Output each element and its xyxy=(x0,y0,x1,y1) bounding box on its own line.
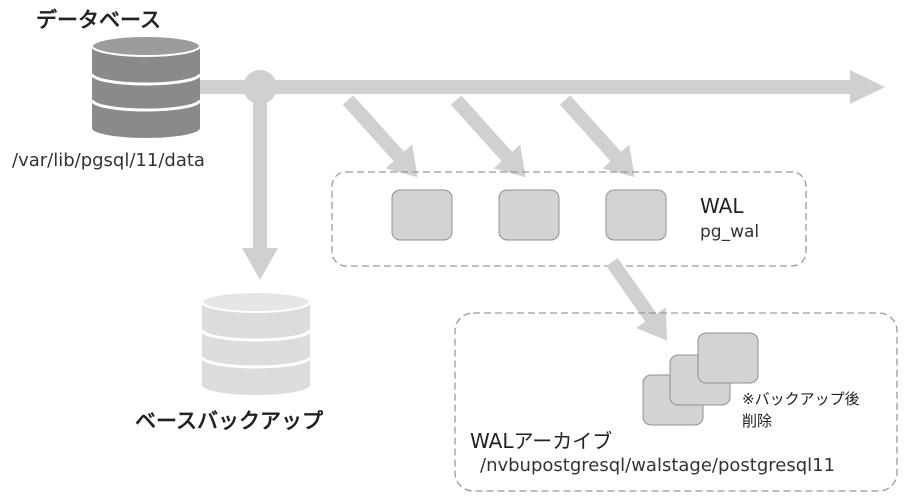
junction-node xyxy=(243,70,277,104)
archived-wal-files xyxy=(642,332,759,426)
wal-dir: pg_wal xyxy=(700,222,760,242)
wal-write-arrow-1 xyxy=(342,95,418,178)
wal-archive-title: WALアーカイブ xyxy=(470,429,613,453)
wal-label: WAL xyxy=(700,194,744,218)
archive-note-line2: 削除 xyxy=(742,412,773,430)
wal-archive-container xyxy=(454,312,898,492)
wal-write-arrow-3 xyxy=(559,95,635,178)
wal-file-3 xyxy=(605,189,667,241)
base-backup-cylinder-icon xyxy=(200,291,312,395)
wal-write-arrow-2 xyxy=(450,95,526,178)
database-path: /var/lib/pgsql/11/data xyxy=(12,150,205,171)
base-backup-arrow xyxy=(242,100,278,280)
wal-archive-path: /nvbupostgresql/walstage/postgresql11 xyxy=(480,455,836,476)
archive-arrow xyxy=(606,257,668,341)
wal-file-2 xyxy=(498,189,560,241)
wal-file-1 xyxy=(391,189,453,241)
database-cylinder-icon xyxy=(90,35,202,138)
main-timeline-arrow xyxy=(200,70,885,104)
base-backup-title: ベースバックアップ xyxy=(135,409,323,433)
archive-note-line1: ※バックアップ後 xyxy=(742,390,860,408)
database-title: データベース xyxy=(36,8,161,32)
wal-container xyxy=(331,171,807,267)
